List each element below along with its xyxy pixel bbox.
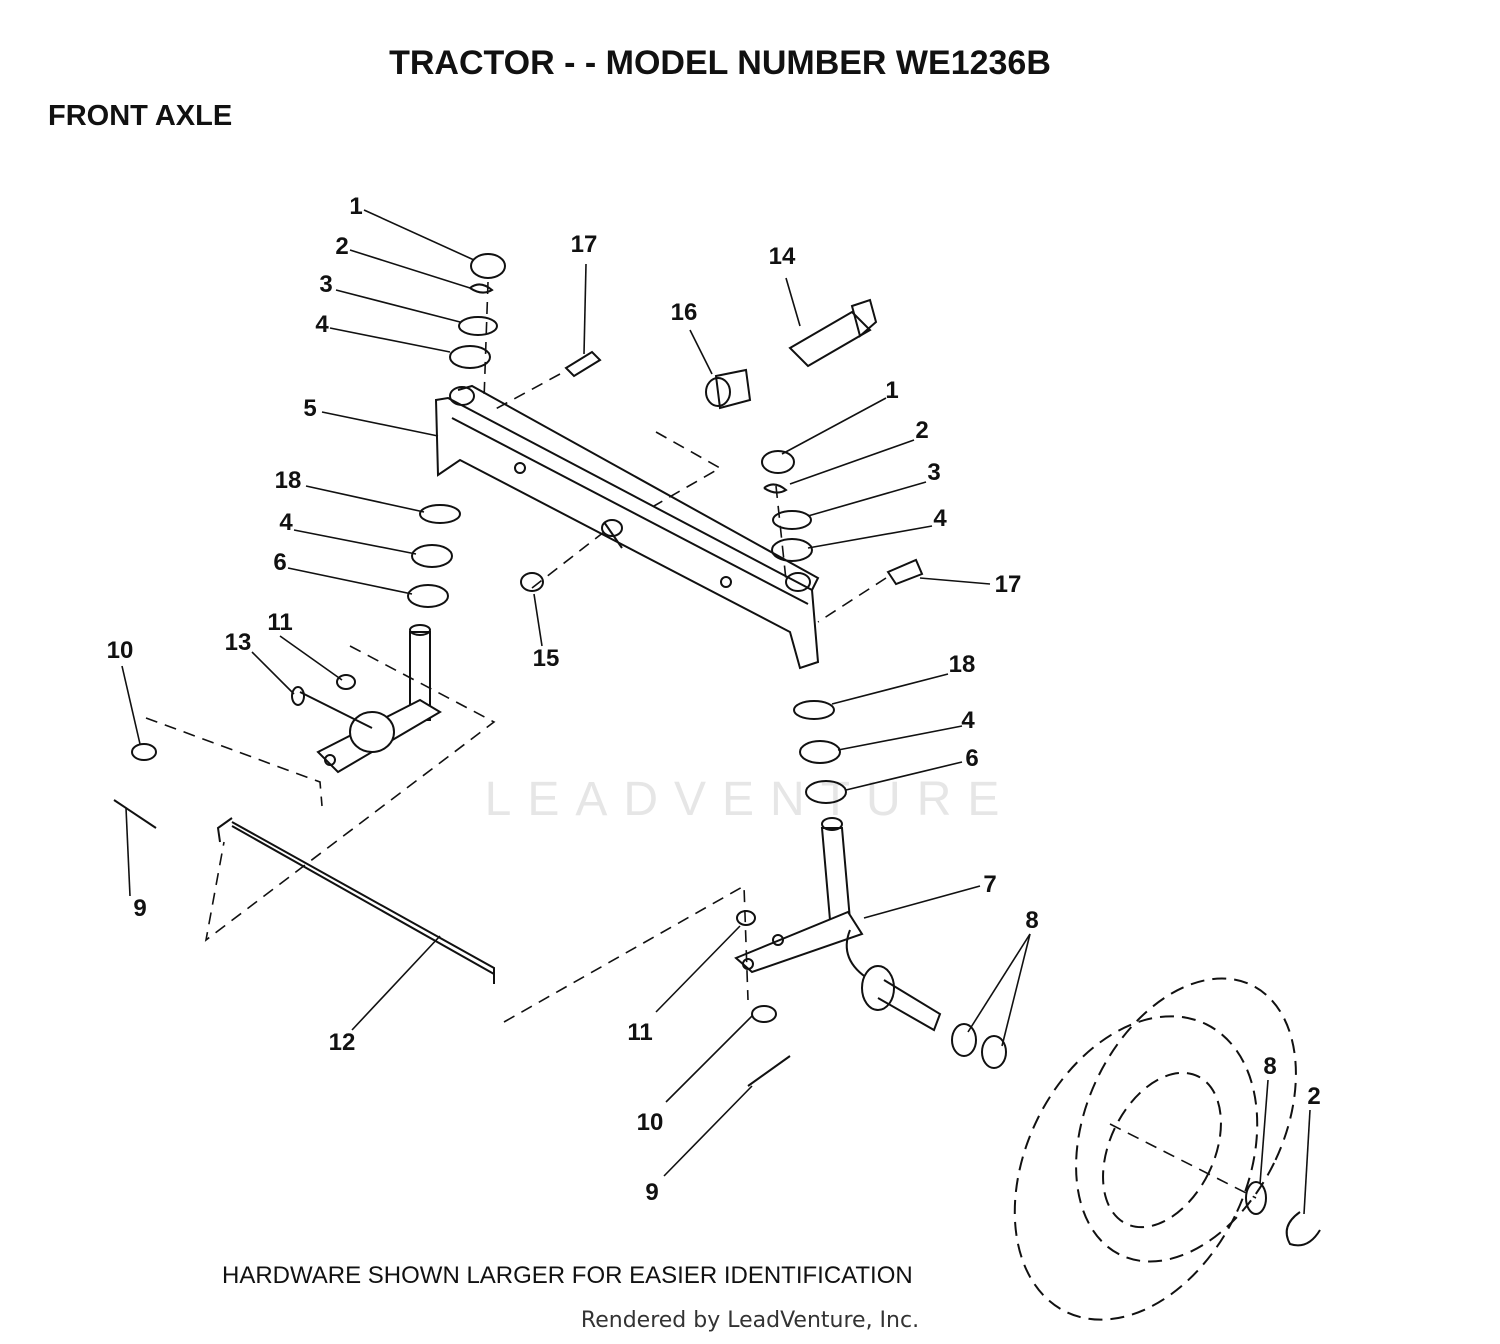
footnote: HARDWARE SHOWN LARGER FOR EASIER IDENTIF… (222, 1262, 913, 1289)
left-spindle-hardware (407, 253, 506, 608)
callout-4: 4 (961, 707, 975, 734)
leader-lines (121, 209, 1311, 1215)
section-title: FRONT AXLE (48, 100, 233, 132)
tie-rod (216, 817, 495, 984)
callout-11: 11 (267, 609, 292, 636)
callout-17: 17 (571, 231, 598, 258)
callout-4: 4 (279, 509, 293, 536)
callout-15: 15 (533, 645, 560, 672)
callout-4: 4 (315, 311, 329, 338)
callout-3: 3 (927, 459, 940, 486)
callout-11: 11 (627, 1019, 652, 1046)
callout-10: 10 (637, 1109, 664, 1136)
callout-13: 13 (225, 629, 252, 656)
callout-7: 7 (983, 871, 996, 898)
tire-hardware (1245, 1181, 1321, 1247)
callout-18: 18 (949, 651, 976, 678)
callout-9: 9 (645, 1179, 658, 1206)
watermark-text: LEADVENTURE (484, 773, 1016, 826)
callout-9: 9 (133, 895, 146, 922)
callout-12: 12 (329, 1029, 356, 1056)
assembly-lines (145, 281, 1257, 1199)
callout-4: 4 (933, 505, 947, 532)
cotter-pins (113, 743, 791, 1087)
left-spindle (291, 624, 442, 774)
callout-1: 1 (349, 193, 362, 220)
callout-3: 3 (319, 271, 332, 298)
callout-2: 2 (1307, 1083, 1320, 1110)
right-spindle-hardware (761, 450, 847, 804)
callout-17: 17 (995, 571, 1022, 598)
render-credit: Rendered by LeadVenture, Inc. (580, 1308, 920, 1333)
callout-1: 1 (885, 377, 898, 404)
callout-6: 6 (965, 745, 978, 772)
callout-2: 2 (335, 233, 348, 260)
axle-beam (434, 384, 820, 670)
callout-14: 14 (769, 243, 796, 270)
callout-10: 10 (107, 637, 134, 664)
right-spindle (734, 817, 1007, 1069)
hardware-fittings (520, 298, 924, 592)
front-tire (1013, 977, 1297, 1321)
callout-8: 8 (1263, 1053, 1276, 1080)
callout-6: 6 (273, 549, 286, 576)
callout-5: 5 (303, 395, 316, 422)
callout-8: 8 (1025, 907, 1038, 934)
callout-2: 2 (915, 417, 928, 444)
page-title: TRACTOR - - MODEL NUMBER WE1236B (389, 44, 1051, 82)
callout-16: 16 (671, 299, 698, 326)
callout-18: 18 (275, 467, 302, 494)
